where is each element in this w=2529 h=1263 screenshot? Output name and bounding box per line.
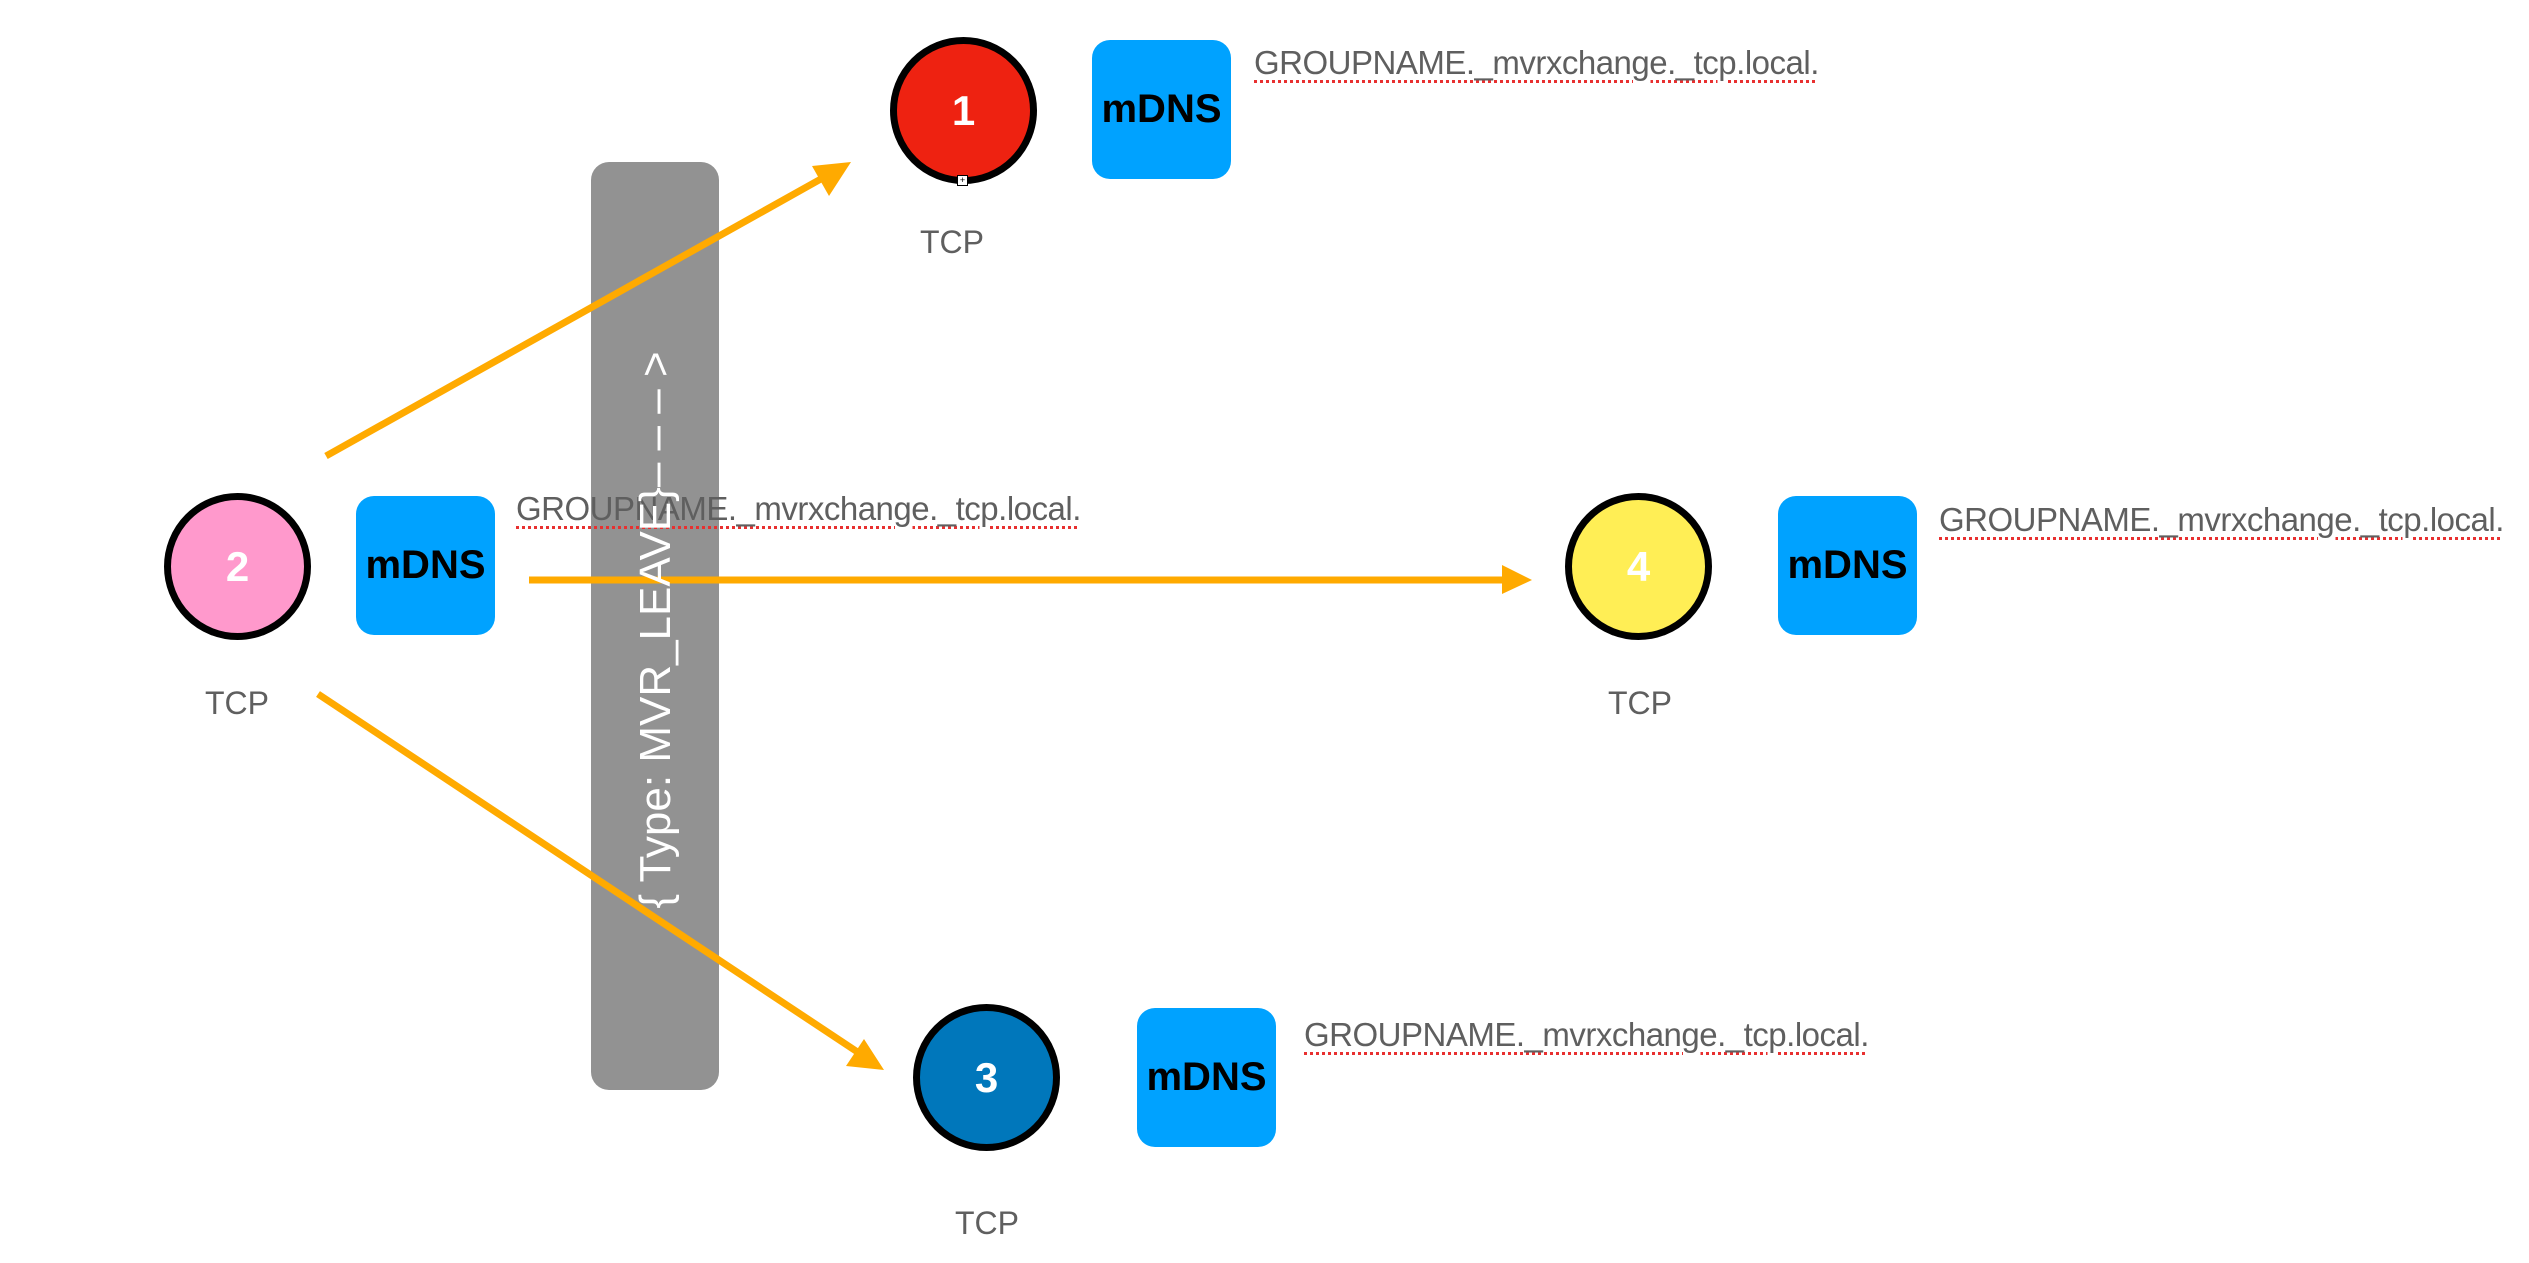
- node-2-label: 2: [225, 542, 250, 590]
- node-2-mdns-label: mDNS: [365, 543, 486, 587]
- node-4-label: 4: [1626, 542, 1651, 590]
- node-2-transport-label: TCP: [205, 685, 269, 721]
- node-4-service-name: GROUPNAME._mvrxchange._tcp.local.: [1939, 501, 2504, 538]
- message-text: { Type: MVR_LEAVE}– – – >: [631, 351, 680, 909]
- node-1-mdns-box[interactable]: mDNS: [1092, 40, 1231, 179]
- node-4-mdns-label: mDNS: [1787, 543, 1908, 587]
- node-3-mdns-label: mDNS: [1146, 1055, 1267, 1099]
- node-2-mdns-box[interactable]: mDNS: [356, 496, 495, 635]
- node-1-circle[interactable]: 1: [890, 37, 1037, 184]
- node-2-circle[interactable]: 2: [164, 493, 311, 640]
- node-3-service-name: GROUPNAME._mvrxchange._tcp.local.: [1304, 1016, 1869, 1053]
- node-3-label: 3: [974, 1053, 999, 1101]
- node-4-transport-label: TCP: [1608, 685, 1672, 721]
- node-2-service-name: GROUPNAME._mvrxchange._tcp.local.: [516, 490, 1081, 527]
- node-1-mdns-label: mDNS: [1101, 87, 1222, 131]
- edge-2-to-1-arrow[interactable]: [324, 162, 851, 460]
- node-3-mdns-box[interactable]: mDNS: [1137, 1008, 1276, 1147]
- node-1-transport-label: TCP: [920, 224, 984, 260]
- node-4-mdns-box[interactable]: mDNS: [1778, 496, 1917, 635]
- node-1-label: 1: [951, 86, 976, 134]
- node-4-circle[interactable]: 4: [1565, 493, 1712, 640]
- node-3-circle[interactable]: 3: [913, 1004, 1060, 1151]
- node-3-transport-label: TCP: [955, 1205, 1019, 1241]
- node-1-service-name: GROUPNAME._mvrxchange._tcp.local.: [1254, 44, 1819, 81]
- resize-handle-icon[interactable]: +: [957, 175, 968, 186]
